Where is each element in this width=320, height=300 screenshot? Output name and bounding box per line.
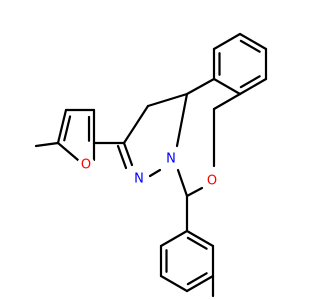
bond-pyrazoline-1 bbox=[146, 92, 189, 108]
bond-benzene-4 bbox=[212, 77, 242, 96]
bond-oxazine-2 bbox=[212, 92, 242, 111]
molecule-canvas: O O N N bbox=[34, 32, 268, 298]
bond-oxazine-4 bbox=[185, 186, 204, 198]
bond-benzene-6 bbox=[212, 32, 242, 51]
bond-benzene-1 bbox=[238, 32, 268, 51]
bond-tolyl-1 bbox=[185, 229, 215, 248]
furan-oxygen-bg bbox=[77, 156, 95, 174]
nitrogen-right-bg bbox=[162, 150, 180, 168]
nitrogen-left-bg bbox=[130, 170, 148, 188]
bond-oxazine-5 bbox=[176, 168, 189, 198]
bond-n-n bbox=[148, 168, 162, 178]
nitrogen-left-label: N bbox=[134, 172, 144, 187]
bond-furan-inner-2 bbox=[63, 115, 72, 142]
atom-layer: O O N N bbox=[77, 150, 221, 190]
bond-tolyl-inner-1 bbox=[186, 236, 208, 250]
bond-pyrazoline-double bbox=[116, 144, 128, 170]
bond-tolyl-inner-2 bbox=[186, 272, 208, 286]
ring-oxygen-label: O bbox=[207, 174, 217, 189]
bond-tolyl-3 bbox=[185, 274, 215, 293]
bond-pyrazoline-3 bbox=[122, 141, 134, 167]
bond-tolyl-6 bbox=[159, 229, 189, 248]
bond-benzene-inner-1 bbox=[239, 39, 261, 53]
bond-benzene-3 bbox=[238, 77, 268, 96]
nitrogen-right-label: N bbox=[166, 152, 176, 167]
bond-furan-methyl bbox=[34, 141, 60, 148]
bond-benzene-inner-2 bbox=[239, 75, 261, 89]
bond-pyrazoline-2 bbox=[122, 104, 150, 145]
bond-oxazine-6 bbox=[175, 92, 189, 148]
ring-oxygen-bg bbox=[203, 172, 221, 190]
furan-oxygen-label: O bbox=[81, 158, 91, 173]
molecule-diagram: O O N N bbox=[34, 32, 268, 298]
bond-layer bbox=[34, 32, 268, 298]
bond-tolyl-4 bbox=[159, 274, 189, 293]
bond-furan-3 bbox=[56, 108, 68, 145]
bond-furan-4 bbox=[56, 141, 80, 162]
bond-oxazine-1 bbox=[185, 77, 216, 96]
